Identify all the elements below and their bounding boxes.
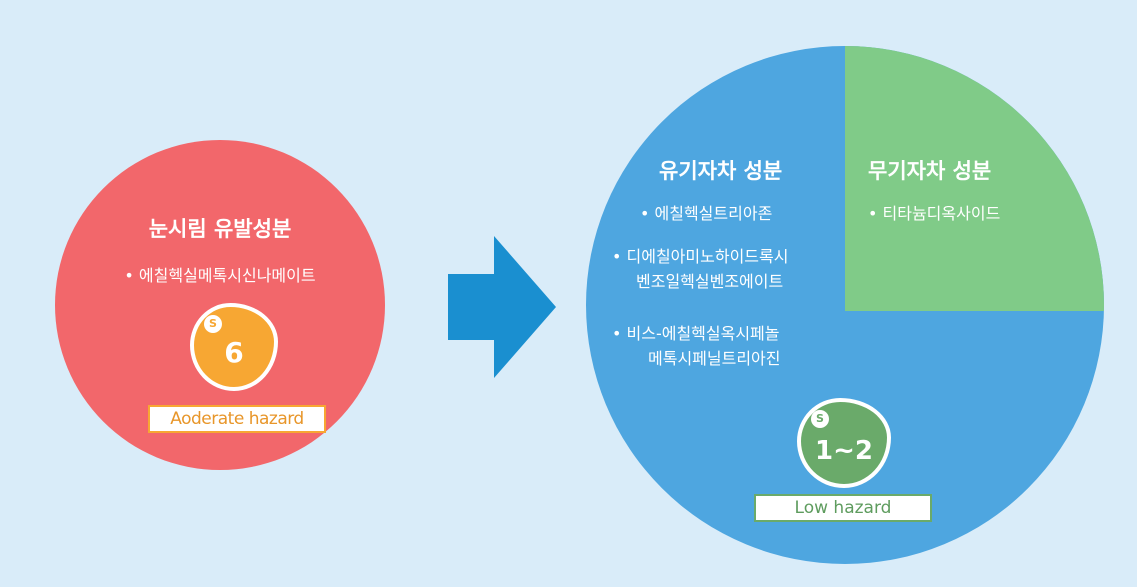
moderate-hazard-badge: S 6 (190, 303, 278, 391)
hazard-score: 1~2 (815, 436, 873, 466)
organic-sunscreen-title: 유기자차 성분 (659, 159, 783, 183)
eye-irritant-ingredient: • 에칠헥실메톡시신나메이트 (124, 266, 316, 285)
s-icon: S (811, 410, 829, 428)
moderate-hazard-label: Aoderate hazard (148, 405, 326, 433)
organic-ingredient: • 디에칠아미노하이드록시 (612, 247, 789, 266)
inorganic-sunscreen-title: 무기자차 성분 (868, 159, 992, 183)
s-icon: S (204, 315, 222, 333)
sunscreen-ingredients-pie (586, 46, 1104, 564)
organic-ingredient: 벤조일헥실벤조에이트 (636, 272, 784, 291)
right-arrow-icon (448, 236, 556, 378)
organic-ingredient: • 에칠헥실트리아존 (640, 204, 773, 223)
organic-ingredient: 메톡시페닐트리아진 (648, 349, 781, 368)
eye-irritant-title: 눈시림 유발성분 (148, 217, 292, 241)
inorganic-ingredient: • 티타늄디옥사이드 (868, 204, 1001, 223)
hazard-score: 6 (224, 336, 244, 369)
organic-ingredient: • 비스-에칠헥실옥시페놀 (612, 324, 780, 343)
low-hazard-badge: S 1~2 (797, 398, 891, 488)
low-hazard-label: Low hazard (754, 494, 932, 522)
